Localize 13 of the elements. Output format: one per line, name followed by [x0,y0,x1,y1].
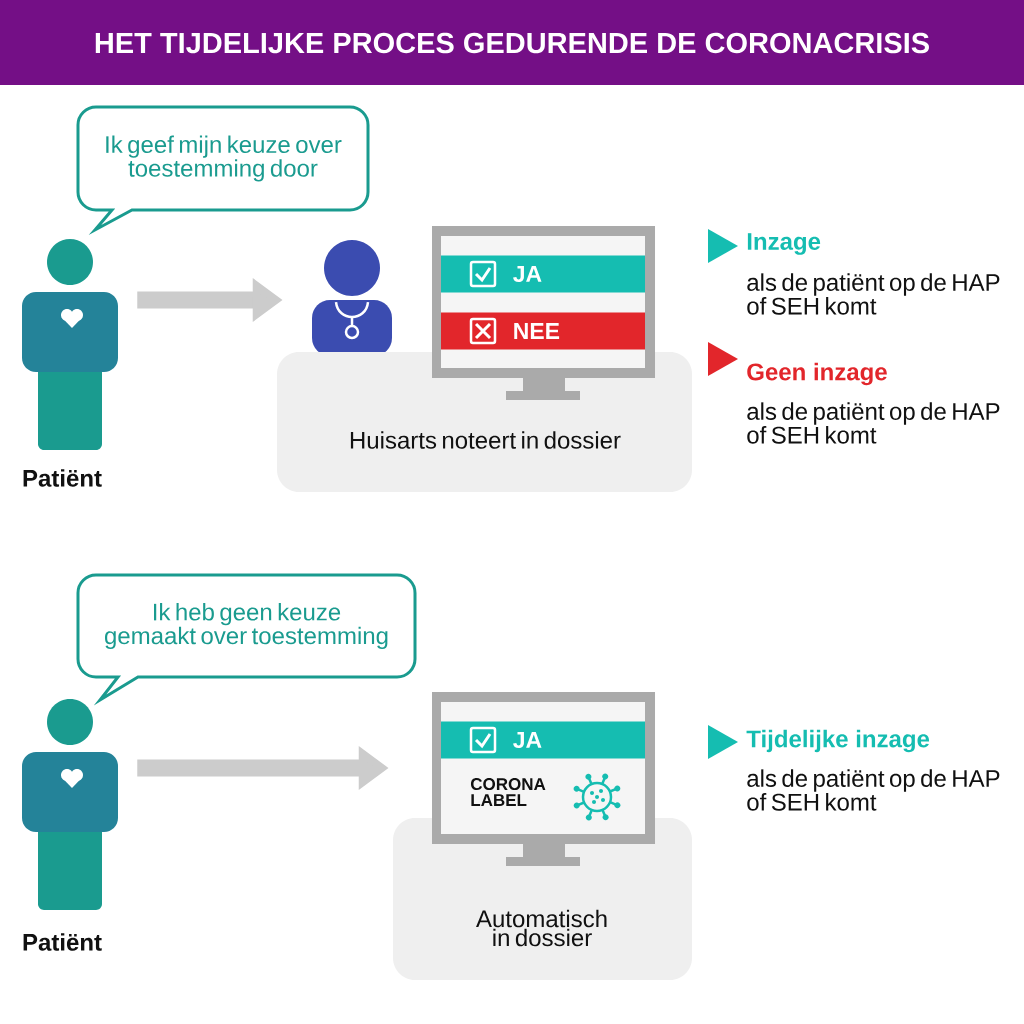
option-bar: NEE [441,312,645,350]
title-banner: HET TIJDELIJKE PROCES GEDURENDE DE CORONACRISIS [0,0,1024,85]
option-bar: JA [441,721,645,759]
person-label: Patiënt [23,933,102,951]
person-label: Patiënt [23,469,102,487]
label-heading: Geen inzage [747,362,887,386]
option-bar: JA [441,255,645,293]
note-text: als de patiënt op de HAP of SEH komt [747,402,1000,444]
screen-label: CORONA LABEL [470,778,546,806]
label-heading: Tijdelijke inzage [746,729,930,753]
note-text: als de patiënt op de HAP of SEH komt [747,273,1000,315]
label-heading: Inzage [747,233,821,255]
note-text: als de patiënt op de HAP of SEH komt [747,769,1000,811]
